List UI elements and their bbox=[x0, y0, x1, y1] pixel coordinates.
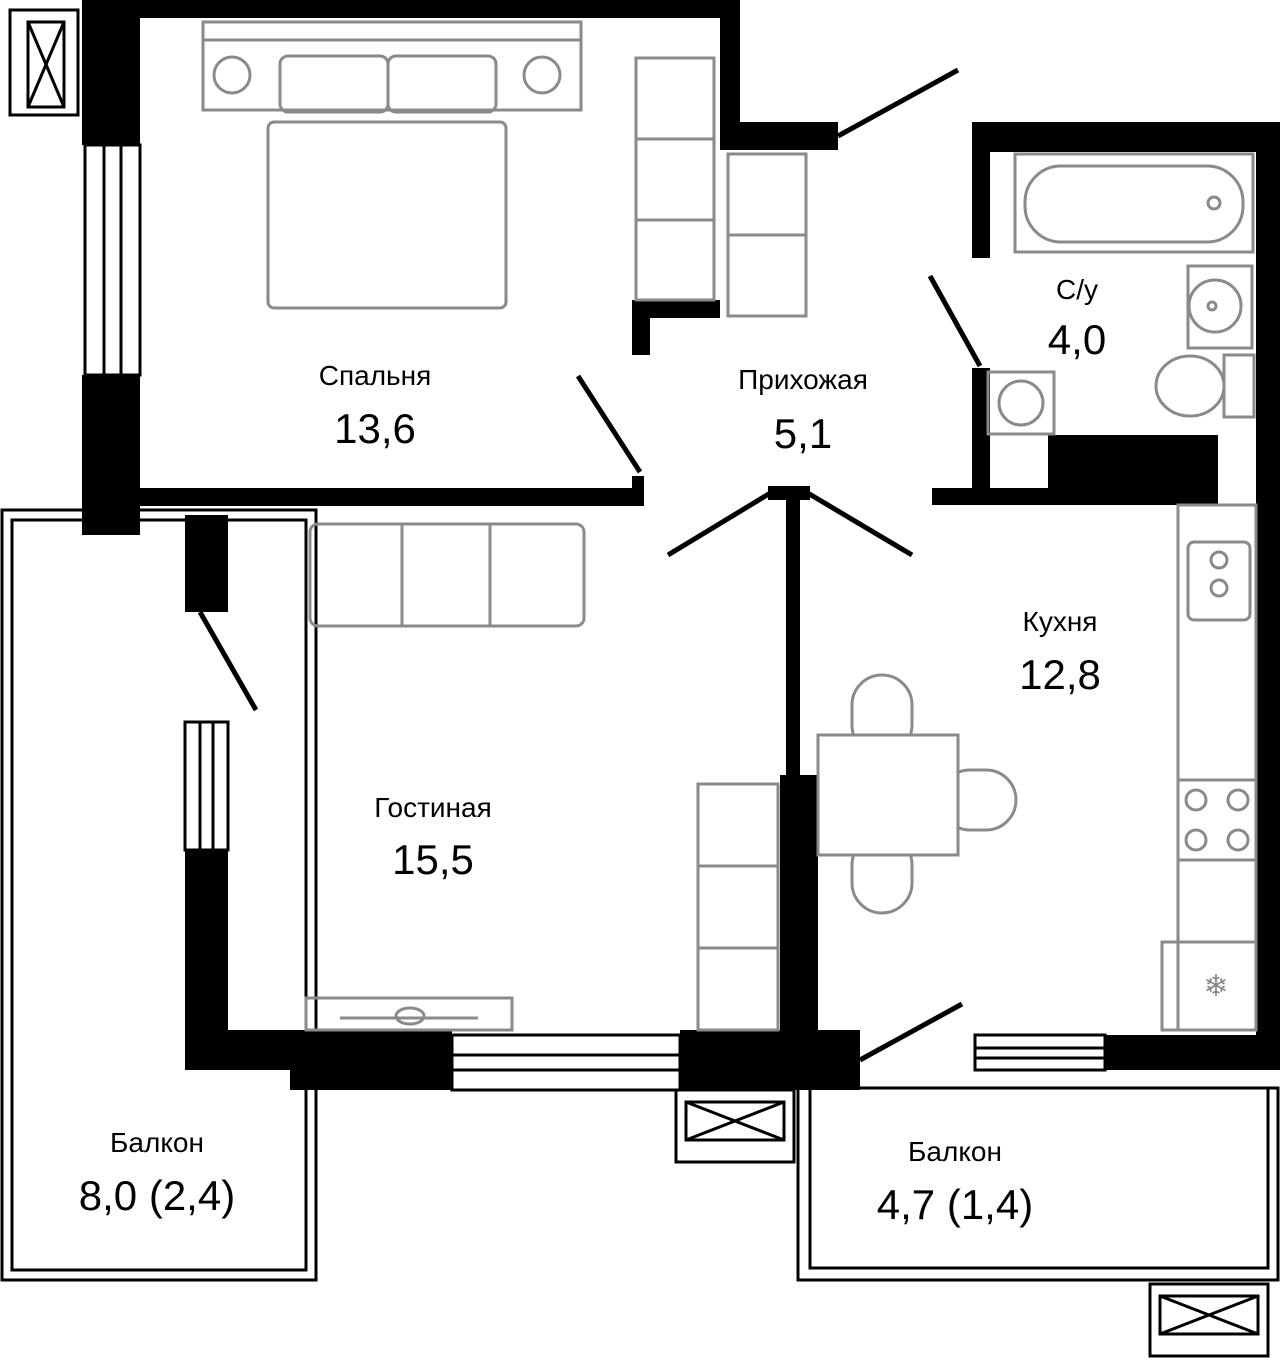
room-area-living: 15,5 bbox=[392, 836, 474, 883]
windows bbox=[83, 143, 1107, 1092]
room-area-hallway: 5,1 bbox=[774, 410, 832, 457]
room-area-bathroom: 4,0 bbox=[1048, 316, 1106, 363]
room-area-balcony-left: 8,0 (2,4) bbox=[79, 1172, 235, 1219]
fridge-icon: ❄ bbox=[1203, 969, 1228, 1004]
room-name-balcony-left: Балкон bbox=[110, 1127, 204, 1158]
room-name-kitchen: Кухня bbox=[1023, 606, 1098, 637]
room-name-hallway: Прихожая bbox=[738, 364, 868, 395]
wardrobe-bedroom bbox=[634, 56, 716, 302]
balcony-right-outline bbox=[796, 1086, 1280, 1282]
kitchen-counter: ❄ bbox=[1160, 503, 1258, 1032]
walls bbox=[82, 0, 1280, 1090]
room-name-bedroom: Спальня bbox=[319, 360, 432, 391]
wardrobe-hall bbox=[726, 152, 808, 318]
bed bbox=[201, 20, 583, 310]
balcony-left-outline bbox=[0, 508, 318, 1282]
toilet bbox=[1154, 353, 1256, 419]
sink-bathroom bbox=[1186, 264, 1254, 350]
bathtub bbox=[1013, 152, 1255, 254]
sofa bbox=[308, 522, 586, 628]
room-name-living: Гостиная bbox=[374, 792, 492, 823]
tv-stand bbox=[304, 996, 514, 1032]
room-name-balcony-right: Балкон bbox=[908, 1136, 1002, 1167]
ventilation-shafts bbox=[8, 8, 1270, 1358]
wardrobe-living bbox=[696, 782, 780, 1032]
room-name-bathroom: С/у bbox=[1056, 274, 1098, 305]
room-area-bedroom: 13,6 bbox=[334, 405, 416, 452]
room-area-balcony-right: 4,7 (1,4) bbox=[877, 1181, 1033, 1228]
dining-table bbox=[816, 673, 1018, 915]
doors bbox=[197, 67, 983, 1063]
room-area-kitchen: 12,8 bbox=[1019, 651, 1101, 698]
washing-machine bbox=[986, 370, 1056, 436]
